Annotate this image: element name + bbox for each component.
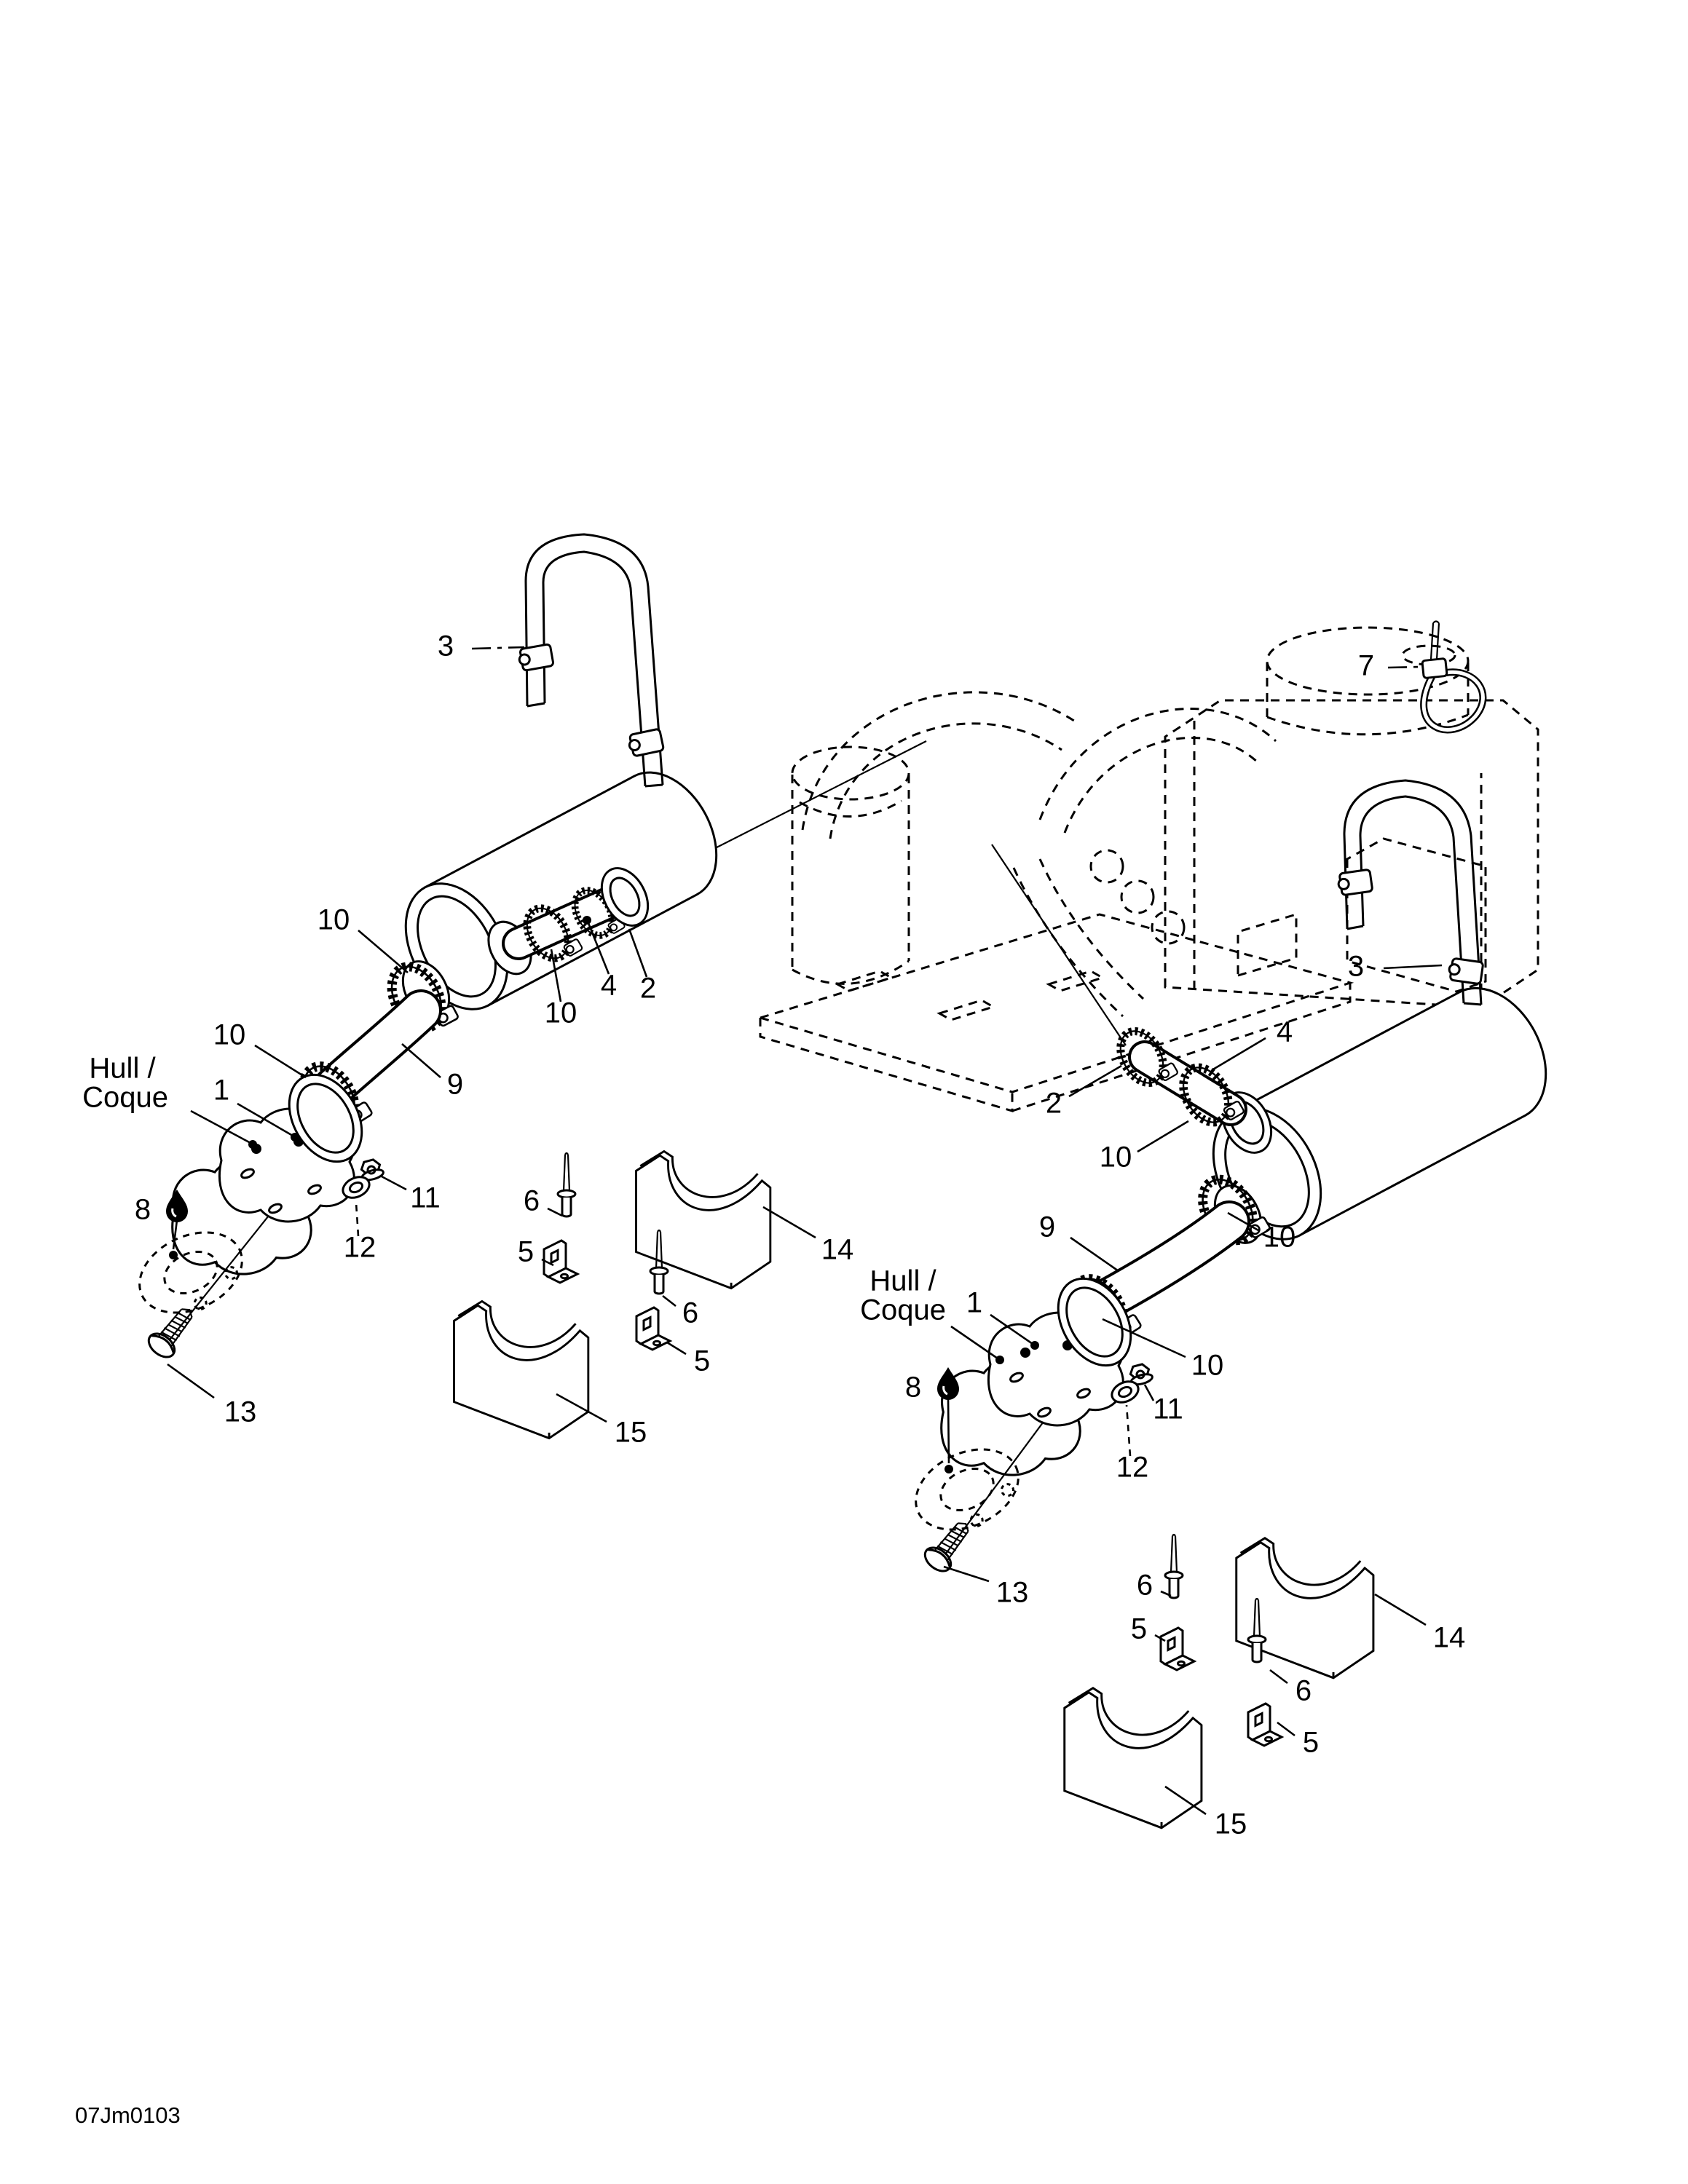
hull-label-right-line1: Hull / bbox=[869, 1265, 936, 1297]
left-rivet-6-a bbox=[556, 1152, 577, 1218]
right-bracket-5-b bbox=[1247, 1702, 1283, 1747]
callout-3-right: 3 bbox=[1348, 951, 1364, 983]
callout-2-left: 2 bbox=[640, 973, 656, 1005]
hull-label-left-line2: Coque bbox=[82, 1082, 168, 1114]
right-grease-drop-icon bbox=[936, 1366, 961, 1401]
callout-13-left: 13 bbox=[224, 1396, 257, 1428]
hull-label-right-line2: Coque bbox=[860, 1294, 946, 1326]
left-outlet-ring-2 bbox=[600, 867, 650, 927]
callout-9-right: 9 bbox=[1039, 1211, 1055, 1243]
engine-assembly-dashed bbox=[756, 626, 1539, 1113]
callout-11-right: 11 bbox=[1153, 1393, 1183, 1425]
left-grease-drop-icon bbox=[165, 1188, 189, 1224]
hose-strap-right-3 bbox=[1336, 779, 1485, 1006]
right-bracket-5-a bbox=[1159, 1626, 1196, 1671]
right-connection-line bbox=[991, 844, 1127, 1046]
left-washer-12 bbox=[342, 1176, 371, 1199]
callout-1-left: 1 bbox=[213, 1075, 229, 1107]
callout-4-left: 4 bbox=[601, 970, 617, 1002]
callout-7: 7 bbox=[1358, 650, 1374, 682]
callout-6-left-b: 6 bbox=[682, 1297, 698, 1329]
callout-10-right-hose: 10 bbox=[1100, 1142, 1132, 1174]
callout-5-left-b: 5 bbox=[694, 1345, 710, 1377]
callout-10-right-pipe: 10 bbox=[1191, 1350, 1224, 1382]
right-support-15 bbox=[1063, 1687, 1203, 1829]
callout-11-left: 11 bbox=[410, 1182, 441, 1214]
callout-10-left-hose: 10 bbox=[545, 997, 577, 1029]
right-washer-12 bbox=[1111, 1380, 1140, 1404]
callout-6-right-a: 6 bbox=[1137, 1570, 1153, 1602]
callout-2-right: 2 bbox=[1046, 1088, 1062, 1120]
callout-3-left: 3 bbox=[438, 630, 454, 662]
callout-15-left: 15 bbox=[615, 1417, 647, 1449]
left-muffler bbox=[382, 771, 718, 1041]
left-bracket-5-a bbox=[543, 1239, 579, 1284]
callout-5-right-a: 5 bbox=[1131, 1613, 1147, 1645]
callout-12-left: 12 bbox=[344, 1232, 376, 1264]
callout-9-left: 9 bbox=[447, 1069, 463, 1101]
callout-10-right-muffler: 10 bbox=[1263, 1222, 1296, 1254]
left-hull-fitting bbox=[125, 1073, 384, 1364]
hose-strap-left-3 bbox=[516, 533, 666, 788]
callout-14-left: 14 bbox=[821, 1234, 854, 1266]
left-exhaust-pipe bbox=[293, 989, 442, 1140]
callout-8-left: 8 bbox=[135, 1194, 151, 1226]
hull-labels: Hull / Coque Hull / Coque bbox=[82, 1053, 946, 1326]
callout-6-left-a: 6 bbox=[524, 1185, 540, 1217]
callout-labels: 3 7 3 10 4 2 10 9 10 1 8 11 12 13 6 5 14… bbox=[135, 630, 1465, 1840]
left-support-15 bbox=[453, 1299, 590, 1440]
right-muffler bbox=[1112, 986, 1547, 1258]
callout-12-right: 12 bbox=[1116, 1452, 1149, 1484]
left-nut-11 bbox=[360, 1158, 384, 1182]
right-hull-fitting bbox=[902, 1277, 1153, 1578]
drawing-number: 07Jm0103 bbox=[75, 2102, 181, 2128]
left-bracket-5-b bbox=[635, 1306, 671, 1351]
callout-6-right-b: 6 bbox=[1295, 1675, 1312, 1707]
leader-lines bbox=[167, 646, 1443, 1816]
right-nut-11 bbox=[1129, 1363, 1153, 1386]
right-rivet-6-a bbox=[1164, 1533, 1184, 1599]
callout-4-right: 4 bbox=[1277, 1016, 1293, 1048]
hull-label-left-line1: Hull / bbox=[89, 1053, 156, 1085]
callout-14-right: 14 bbox=[1433, 1622, 1466, 1654]
right-exhaust-pipe bbox=[1062, 1200, 1250, 1353]
callout-15-right: 15 bbox=[1215, 1808, 1247, 1840]
callout-13-right: 13 bbox=[996, 1577, 1029, 1609]
callout-8-right: 8 bbox=[905, 1372, 921, 1404]
callout-5-right-b: 5 bbox=[1303, 1727, 1319, 1759]
callout-10-left-pipe: 10 bbox=[213, 1019, 246, 1051]
support-hardware bbox=[453, 1150, 1375, 1829]
cable-tie-7 bbox=[1420, 620, 1487, 734]
callout-10-left-muffler: 10 bbox=[318, 904, 350, 936]
callout-1-right: 1 bbox=[966, 1287, 982, 1319]
callout-5-left-a: 5 bbox=[518, 1236, 534, 1268]
